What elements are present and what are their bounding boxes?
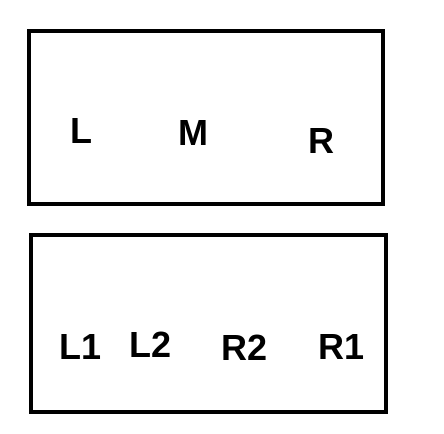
bottom-box xyxy=(29,233,388,414)
label-m: M xyxy=(178,112,208,153)
label-l1: L1 xyxy=(58,326,102,367)
top-box xyxy=(27,29,385,206)
label-r2: R2 xyxy=(220,327,268,368)
label-l: L xyxy=(70,110,92,151)
label-r: R xyxy=(308,120,334,161)
label-l2: L2 xyxy=(128,324,172,365)
label-r1: R1 xyxy=(317,326,365,367)
